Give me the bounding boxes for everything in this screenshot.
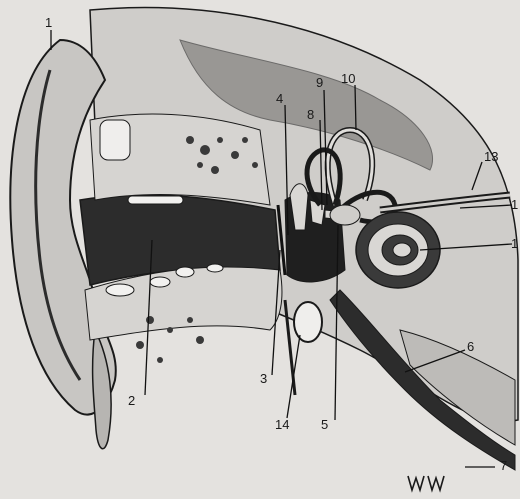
vestibule (330, 205, 360, 225)
label-3: 3 (260, 372, 267, 385)
label-1: 1 (45, 16, 52, 29)
label-5: 5 (321, 418, 328, 431)
jugular-bulb (294, 302, 322, 342)
mastoid-cell (100, 120, 130, 160)
label-2: 2 (128, 394, 135, 407)
label-6: 6 (467, 340, 474, 353)
label-9: 9 (316, 76, 323, 89)
label-4: 4 (276, 92, 283, 105)
label-12: 1 (511, 237, 518, 250)
label-11: 1 (511, 198, 518, 211)
cartilage-spot (176, 267, 194, 277)
canal-cartilage-strip (128, 196, 183, 204)
cartilage-spot (106, 284, 134, 296)
label-14: 14 (275, 418, 289, 431)
label-10: 10 (341, 72, 355, 85)
label-13: 13 (484, 150, 498, 163)
label-7: 7 (500, 459, 507, 472)
label-8: 8 (307, 108, 314, 121)
cartilage-spot (150, 277, 170, 287)
cartilage-spot (207, 264, 223, 272)
